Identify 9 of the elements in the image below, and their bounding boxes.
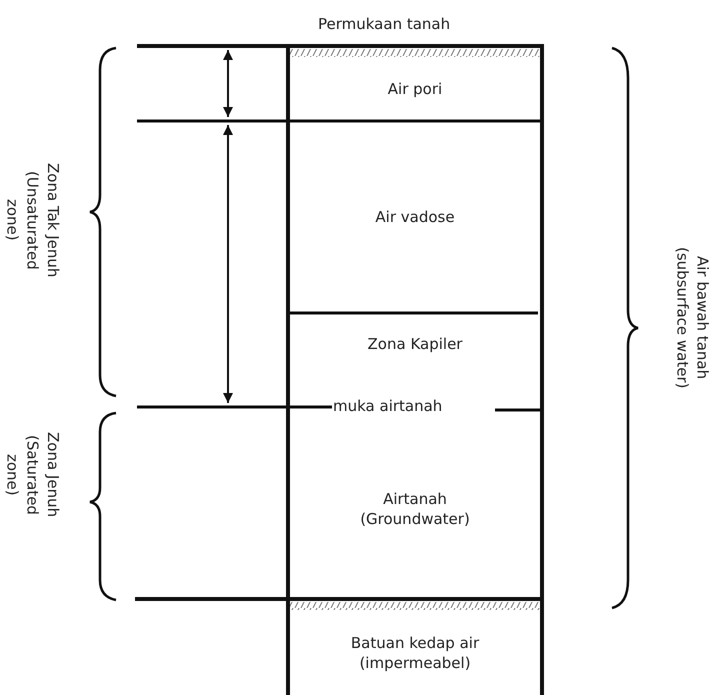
surface-label: Permukaan tanah (318, 14, 450, 34)
zone-label: Zona Tak Jenuh (Unsaturated zone) (2, 162, 63, 280)
layer-label: Batuan kedap air (impermeabel) (350, 632, 480, 674)
layer-label: Airtanah (Groundwater) (359, 488, 471, 530)
layer-label: Air vadose (375, 207, 455, 228)
layer-label: Zona Kapiler (368, 334, 462, 354)
zone-label: Air bawah tanah (subsurface water) (672, 246, 712, 390)
layer-label: Air pori (388, 78, 442, 100)
zone-label: Zona Jenuh (Saturated zone) (2, 431, 63, 520)
